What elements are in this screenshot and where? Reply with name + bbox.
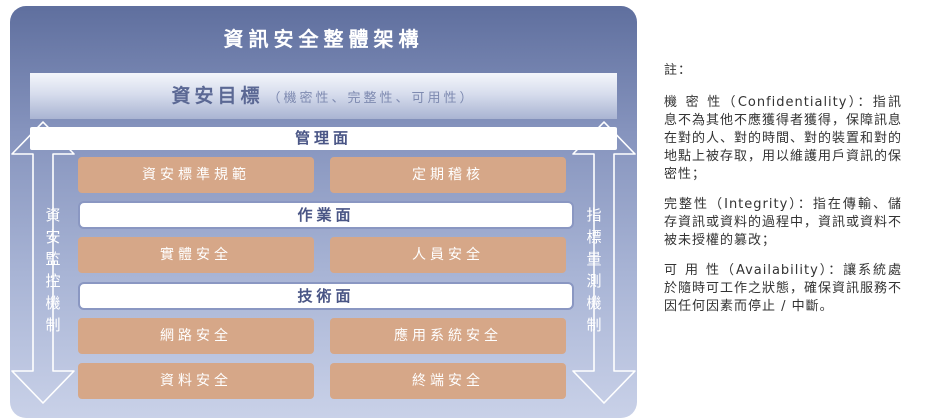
personnel-security-box: 人員安全: [330, 237, 566, 273]
left-double-arrow: [11, 121, 75, 404]
architecture-diagram: 資訊安全整體架構 資安目標（機密性、完整性、可用性） 管理面 資安監控機制 指標…: [10, 6, 637, 418]
goal-band: 資安目標（機密性、完整性、可用性）: [30, 73, 617, 119]
physical-security-box: 實體安全: [78, 237, 314, 273]
note-confidentiality: 機 密 性（Confidentiality）：指訊息不為其他不應獲得者獲得，保障…: [664, 95, 903, 182]
goal-note: （機密性、完整性、可用性）: [267, 91, 476, 106]
arrows-layer: [11, 121, 636, 404]
right-double-arrow: [572, 121, 636, 404]
note-availability: 可 用 性（Availability）：讓系統處於隨時可工作之狀態，確保資訊服務…: [664, 263, 903, 314]
note-integrity: 完整性（Integrity）：指在傳輸、儲存資訊或資料的過程中，資訊或資料不被未…: [664, 197, 903, 248]
policy-box: 資安標準規範: [78, 157, 314, 193]
data-security-box: 資料安全: [78, 363, 314, 399]
left-arrow-label: 資安監控機制: [45, 206, 61, 334]
network-security-box: 網路安全: [78, 318, 314, 354]
goal-title: 資安目標: [171, 85, 264, 107]
notes-heading: 註：: [664, 63, 693, 78]
management-layer: 管理面: [30, 127, 617, 150]
diagram-title: 資訊安全整體架構: [223, 27, 424, 51]
right-arrow-label: 指標量測機制: [586, 206, 602, 334]
notes-panel: 註： 機 密 性（Confidentiality）：指訊息不為其他不應獲得者獲得…: [664, 62, 902, 328]
operations-layer: 作業面: [78, 201, 574, 229]
audit-box: 定期稽核: [330, 157, 566, 193]
application-security-box: 應用系統安全: [330, 318, 566, 354]
endpoint-security-box: 終端安全: [330, 363, 566, 399]
technical-layer: 技術面: [78, 282, 574, 310]
